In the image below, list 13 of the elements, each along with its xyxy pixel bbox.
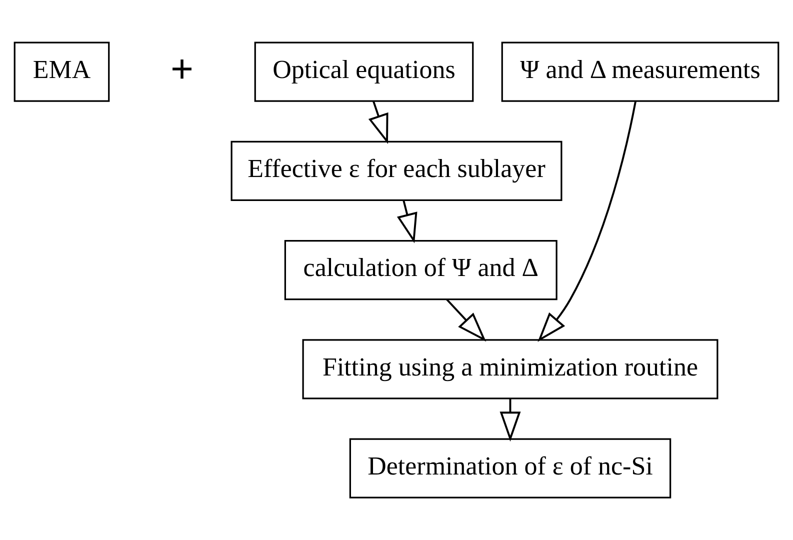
node-box: Effective ε for each sublayer (230, 140, 562, 201)
node-box: Ψ and Δ measurements (501, 42, 780, 102)
arrow (446, 298, 486, 342)
node-box: Determination of ε of nc-Si (349, 438, 672, 498)
node-box: EMA (14, 42, 110, 102)
label: + (170, 48, 194, 91)
arrow (368, 100, 388, 144)
arrow (538, 101, 636, 342)
node-box: calculation of Ψ and Δ (284, 240, 558, 300)
node-box: Fitting using a minimization routine (302, 339, 718, 400)
node-box: Optical equations (254, 42, 474, 102)
arrow (500, 398, 521, 442)
arrow (396, 200, 418, 244)
